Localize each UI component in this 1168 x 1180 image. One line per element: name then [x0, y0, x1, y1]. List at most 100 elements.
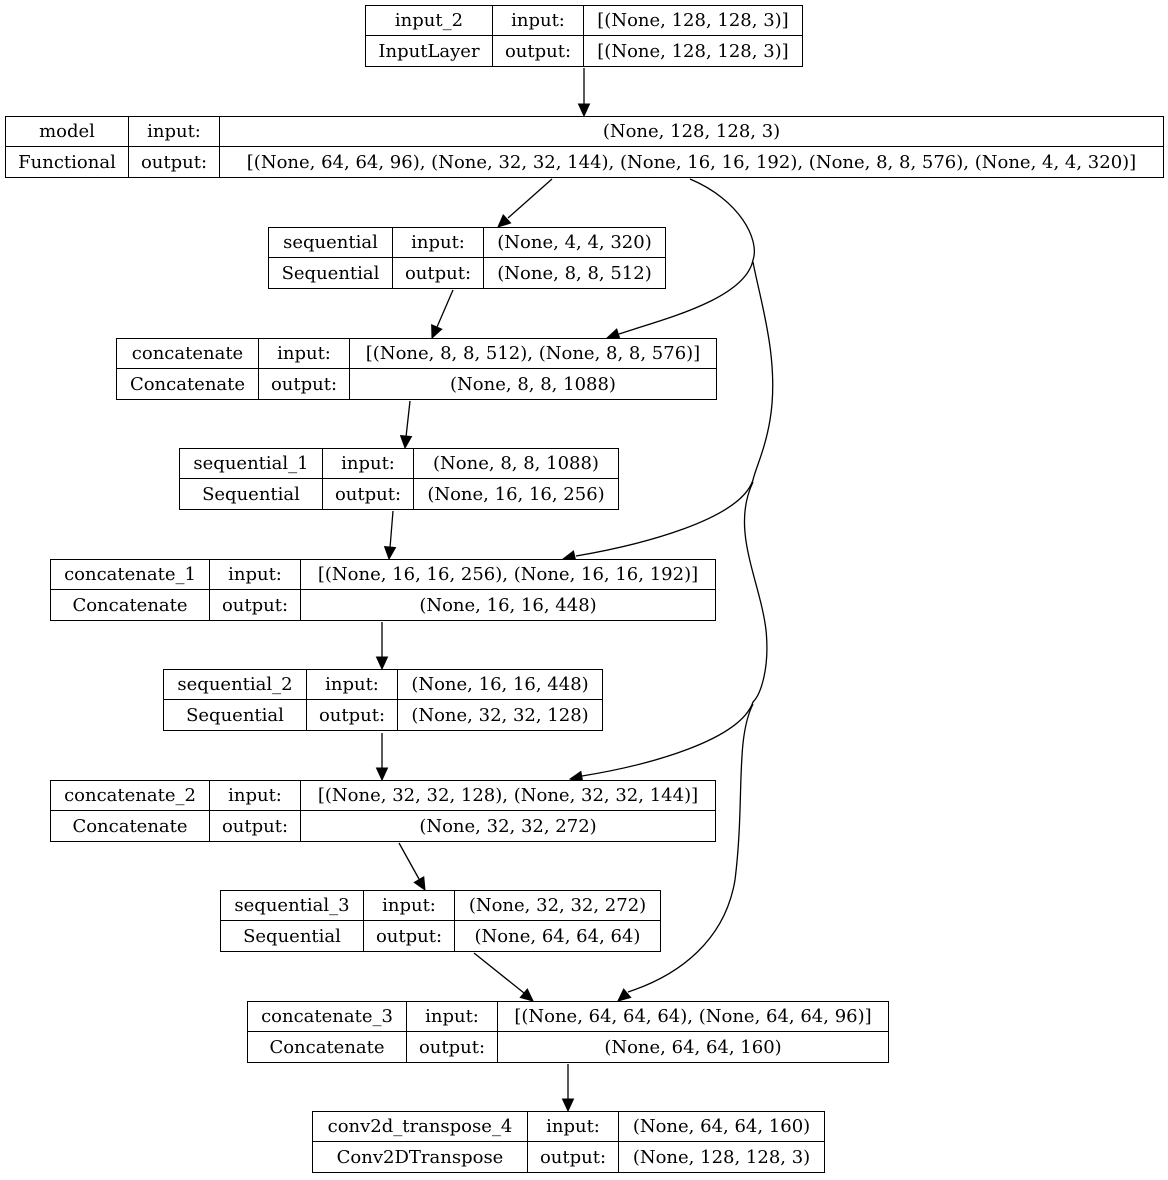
- arrowhead: [375, 656, 389, 671]
- edge-model-to-sequential: [497, 178, 553, 228]
- output-shape: (None, 16, 16, 448): [419, 594, 597, 616]
- arrowhead: [413, 876, 426, 892]
- layer-type: Sequential: [164, 700, 307, 730]
- edge-sequential-1-to-concatenate-1: [383, 510, 397, 561]
- input-shape: (None, 4, 4, 320): [484, 228, 665, 258]
- output-shape: (None, 8, 8, 1088): [450, 373, 616, 395]
- arrowhead: [497, 213, 512, 228]
- output-shape: (None, 16, 16, 256): [427, 483, 605, 505]
- arrowhead: [577, 103, 591, 118]
- edge-model-to-concatenate: [605, 178, 755, 341]
- output-label: output:: [210, 811, 301, 841]
- arrowhead: [431, 324, 443, 340]
- edge-sequential-3-to-concatenate-3: [473, 952, 534, 1002]
- arrowhead: [519, 988, 534, 1002]
- layer-type: Concatenate: [248, 1032, 407, 1062]
- input-label: input:: [407, 1002, 498, 1032]
- output-shape: (None, 128, 128, 3): [632, 1146, 811, 1168]
- input-label: input:: [393, 228, 484, 258]
- arrowhead: [399, 435, 413, 450]
- input-shape: [(None, 128, 128, 3)]: [584, 6, 802, 36]
- output-label: output:: [307, 700, 398, 730]
- input-shape: (None, 128, 128, 3): [220, 117, 1163, 147]
- layer-type: Sequential: [221, 921, 364, 951]
- input-label: input:: [493, 6, 584, 36]
- layer-type: Conv2DTranspose: [313, 1142, 528, 1172]
- layer-type: InputLayer: [366, 36, 493, 66]
- layer-type: Concatenate: [51, 811, 210, 841]
- input-shape: (None, 64, 64, 160): [619, 1112, 824, 1142]
- layer-type: Concatenate: [51, 590, 210, 620]
- input-label: input:: [259, 339, 350, 369]
- edge-input-2-to-model: [577, 68, 591, 118]
- edge-concatenate-1-to-sequential-2: [375, 622, 389, 671]
- input-shape: [(None, 16, 16, 256), (None, 16, 16, 192…: [301, 560, 715, 590]
- layer-name: sequential_2: [164, 670, 307, 700]
- output-label: output:: [528, 1142, 619, 1172]
- output-label: output:: [129, 147, 220, 177]
- input-shape: (None, 8, 8, 1088): [414, 449, 618, 479]
- edge-model-to-concatenate-3: [617, 703, 754, 1002]
- layer-name: model: [6, 117, 129, 147]
- output-shape: (None, 64, 64, 64): [474, 925, 641, 947]
- edge-sequential-2-to-concatenate-2: [375, 733, 389, 782]
- input-shape: (None, 16, 16, 448): [398, 670, 602, 700]
- output-label: output:: [493, 36, 584, 66]
- edge-concatenate-2-to-sequential-3: [398, 842, 426, 892]
- layer-name: sequential_3: [221, 891, 364, 921]
- layer-name: concatenate_2: [51, 781, 210, 811]
- output-label: output:: [393, 258, 484, 288]
- output-shape: (None, 64, 64, 160): [604, 1036, 782, 1058]
- output-label: output:: [259, 369, 350, 399]
- arrowhead: [383, 546, 397, 561]
- layer-type: Sequential: [180, 479, 323, 509]
- input-label: input:: [210, 560, 301, 590]
- edge-sequential-to-concatenate: [431, 289, 454, 340]
- input-label: input:: [528, 1112, 619, 1142]
- input-label: input:: [323, 449, 414, 479]
- layer-type: Sequential: [269, 258, 393, 288]
- output-label: output:: [364, 921, 455, 951]
- input-shape: [(None, 64, 64, 64), (None, 64, 64, 96)]: [498, 1002, 888, 1032]
- layer-name: sequential_1: [180, 449, 323, 479]
- layer-type: Concatenate: [117, 369, 259, 399]
- input-label: input:: [210, 781, 301, 811]
- output-shape: [(None, 128, 128, 3)]: [597, 40, 789, 62]
- arrowhead: [375, 767, 389, 782]
- edge-model-to-concatenate-2: [568, 481, 768, 784]
- input-shape: [(None, 32, 32, 128), (None, 32, 32, 144…: [301, 781, 715, 811]
- edge-concatenate-3-to-conv2d-transpose-4: [561, 1064, 575, 1113]
- layer-name: concatenate_1: [51, 560, 210, 590]
- input-shape: (None, 32, 32, 272): [455, 891, 660, 921]
- output-shape: (None, 32, 32, 272): [419, 815, 597, 837]
- layer-name: input_2: [366, 6, 493, 36]
- layer-name: sequential: [269, 228, 393, 258]
- output-shape: (None, 8, 8, 512): [497, 262, 652, 284]
- output-label: output:: [407, 1032, 498, 1062]
- input-label: input:: [307, 670, 398, 700]
- output-shape: (None, 32, 32, 128): [411, 704, 589, 726]
- edge-concatenate-to-sequential-1: [399, 400, 413, 450]
- output-shape: [(None, 64, 64, 96), (None, 32, 32, 144)…: [246, 151, 1137, 173]
- input-shape: [(None, 8, 8, 512), (None, 8, 8, 576)]: [350, 339, 716, 369]
- input-label: input:: [129, 117, 220, 147]
- edge-model-to-concatenate-1: [561, 261, 774, 563]
- layer-name: concatenate_3: [248, 1002, 407, 1032]
- output-label: output:: [210, 590, 301, 620]
- input-label: input:: [364, 891, 455, 921]
- layer-type: Functional: [6, 147, 129, 177]
- layer-name: conv2d_transpose_4: [313, 1112, 528, 1142]
